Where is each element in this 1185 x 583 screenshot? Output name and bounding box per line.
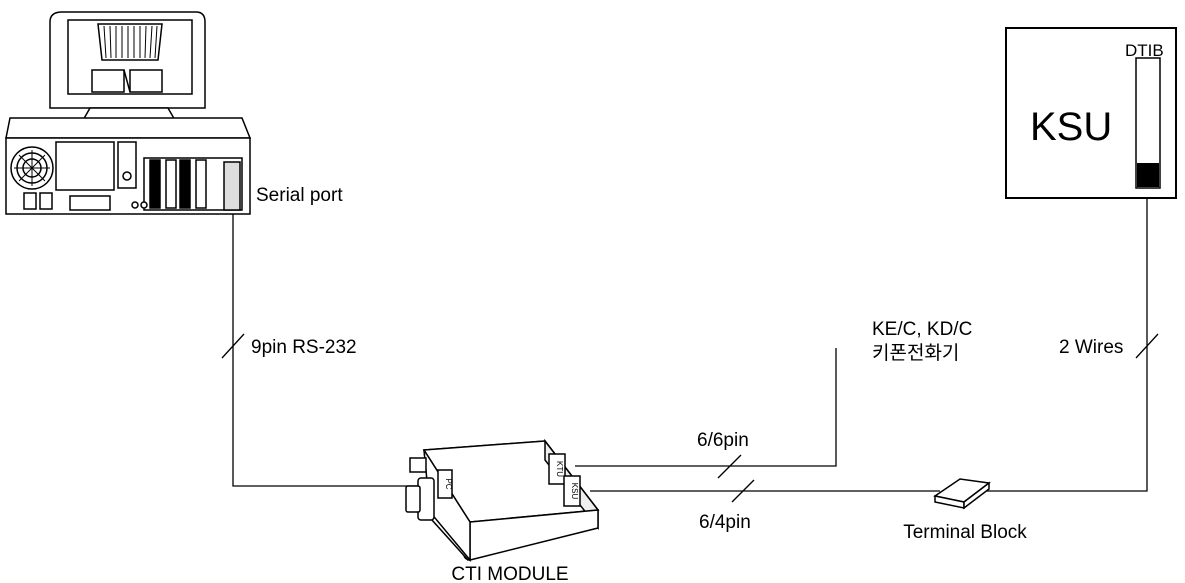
module-ktu-port-label: KTU	[555, 461, 564, 477]
cti-module-label: CTI MODULE	[451, 564, 568, 583]
ksu-unit	[1005, 27, 1177, 199]
two-wire-cable	[985, 192, 1148, 492]
module-pc-port-label: PC	[444, 478, 453, 489]
rs232-cable	[232, 214, 418, 487]
two-wires-label: 2 Wires	[1059, 337, 1123, 358]
terminal-block-label: Terminal Block	[903, 522, 1027, 543]
cable-slash-marks	[221, 333, 1159, 503]
cti-module-icon	[405, 438, 600, 563]
cables	[232, 192, 1148, 492]
keyphone-model-label: KE/C, KD/C	[872, 319, 972, 340]
dtib-label: DTIB	[1125, 41, 1164, 60]
serial-port-label: Serial port	[256, 185, 343, 206]
terminal-block-icon	[933, 478, 991, 510]
pc-computer-icon	[5, 11, 252, 215]
dtib-connector	[1137, 163, 1159, 187]
six-six-pin-cable	[575, 348, 837, 467]
keyphone-label: 키폰전화기	[872, 342, 959, 364]
module-ksu-port-label: KSU	[570, 483, 579, 500]
rs232-label: 9pin RS-232	[251, 337, 357, 358]
six-four-pin-label: 6/4pin	[699, 512, 751, 533]
six-six-pin-label: 6/6pin	[697, 430, 749, 451]
ksu-label: KSU	[1030, 105, 1112, 149]
